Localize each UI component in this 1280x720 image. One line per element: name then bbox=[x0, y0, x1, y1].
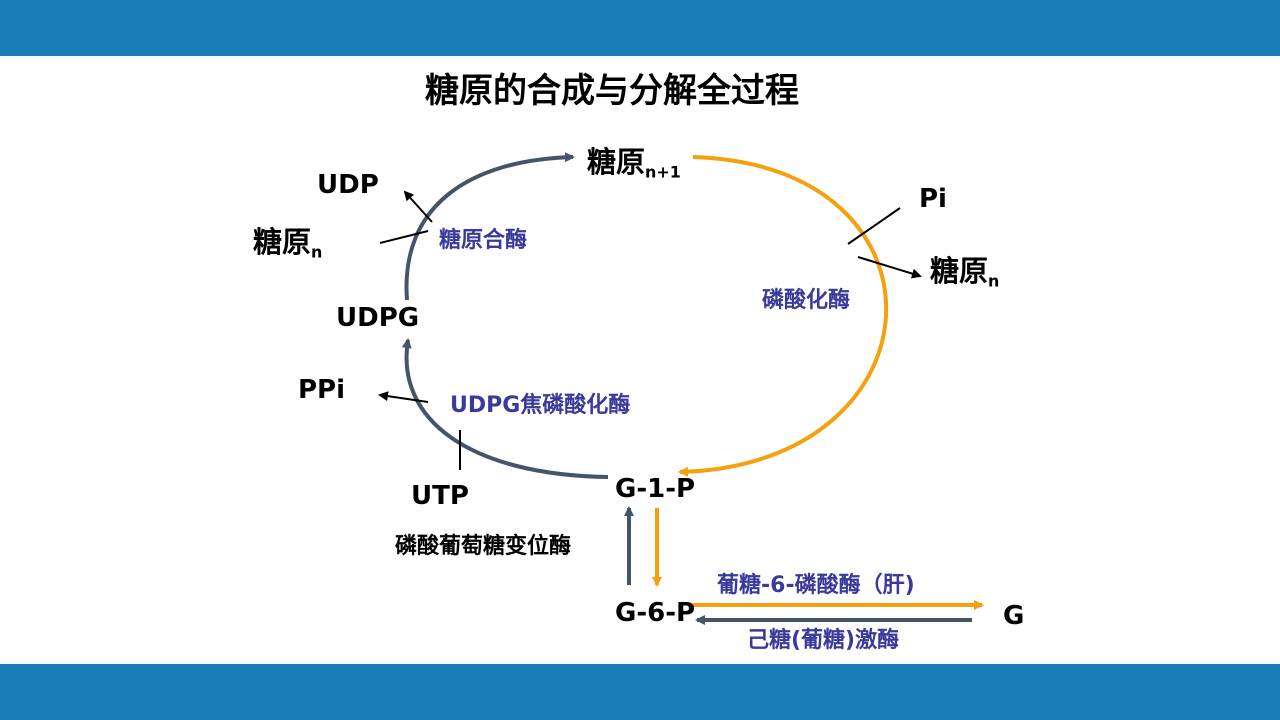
page-title: 糖原的合成与分解全过程 bbox=[425, 71, 799, 111]
pi-input-line bbox=[847, 207, 901, 245]
ppi-label: PPi bbox=[298, 375, 346, 405]
glycogen-n1-label: 糖原n+1 bbox=[587, 145, 681, 182]
udpg-pyrophosphorylase-label: UDPG焦磷酸化酶 bbox=[450, 393, 631, 418]
glycogen-n-release-arrow bbox=[857, 256, 922, 279]
glycogen-n-right-label: 糖原n bbox=[930, 254, 1000, 291]
glucose-label: G bbox=[1003, 601, 1025, 631]
udpg-label: UDPG bbox=[336, 303, 420, 333]
phosphorylase-label: 磷酸化酶 bbox=[762, 288, 851, 313]
utp-label: UTP bbox=[411, 481, 469, 511]
glycogen-n-input-line bbox=[379, 230, 429, 244]
phosphoglucomutase-label: 磷酸葡萄糖变位酶 bbox=[395, 534, 572, 559]
udp-release-arrow bbox=[403, 190, 433, 223]
glycogen-synthase-label: 糖原合酶 bbox=[439, 228, 528, 253]
ppi-release-arrow bbox=[378, 391, 429, 403]
g6p-label: G-6-P bbox=[615, 598, 696, 628]
glycogen-synthase-arc bbox=[404, 152, 575, 301]
g1p-label: G-1-P bbox=[615, 474, 696, 504]
udpg-pyrophosphorylase-arc bbox=[401, 338, 609, 479]
top-banner bbox=[0, 0, 1280, 56]
udp-label: UDP bbox=[317, 170, 379, 200]
hexokinase-label: 己糖(葡糖)激酶 bbox=[747, 628, 900, 653]
bottom-banner bbox=[0, 664, 1280, 720]
pi-label: Pi bbox=[919, 184, 947, 214]
glucose-6-phosphatase-label: 葡糖-6-磷酸酶（肝) bbox=[717, 573, 915, 598]
phosphorylase-arc bbox=[678, 155, 889, 477]
glycogen-n-left-label: 糖原n bbox=[253, 225, 323, 262]
